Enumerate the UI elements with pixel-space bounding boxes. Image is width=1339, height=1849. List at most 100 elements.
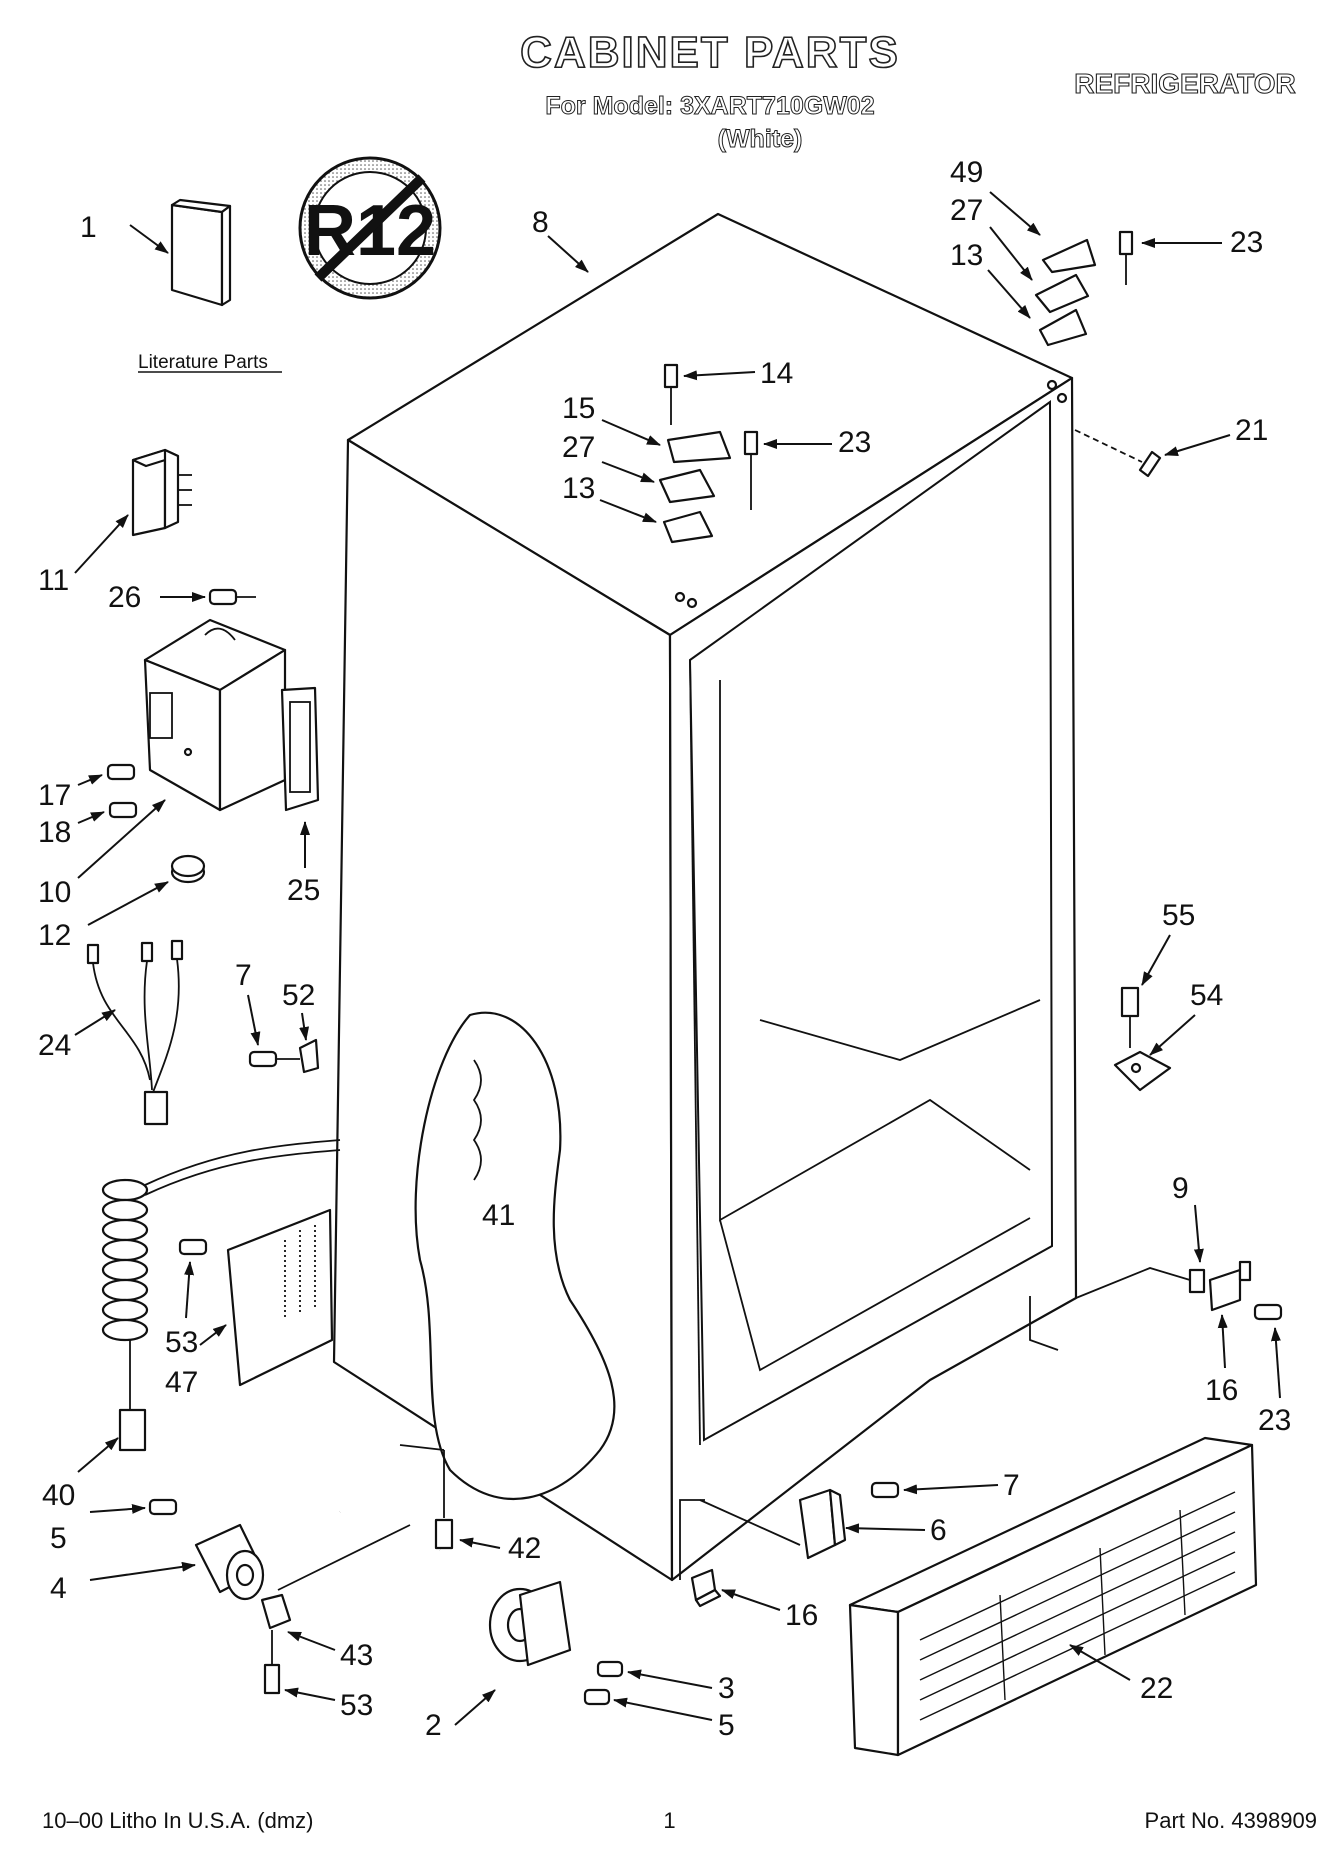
- roller-left: [148, 1498, 411, 1695]
- drain-tube: [338, 1444, 454, 1553]
- callout-2: 2: [425, 1709, 442, 1742]
- leader-6: [845, 1523, 926, 1534]
- callout-14: 14: [760, 357, 793, 390]
- callout-16b: 16: [785, 1599, 818, 1632]
- callout-27a: 27: [950, 194, 983, 227]
- toe-grille: [848, 1436, 1258, 1757]
- cabinet-shell: [332, 212, 1078, 1582]
- leader-22: [1069, 1644, 1131, 1681]
- leader-17: [77, 774, 103, 786]
- leader-2: [454, 1689, 496, 1726]
- leader-53a: [184, 1261, 195, 1319]
- callout-42: 42: [508, 1532, 541, 1565]
- callout-1: 1: [80, 211, 97, 244]
- leader-18: [77, 811, 105, 824]
- appliance-type: REFRIGERATOR: [1074, 67, 1297, 99]
- leader-3: [627, 1669, 713, 1689]
- callout-49: 49: [950, 156, 983, 189]
- callout-40: 40: [42, 1479, 75, 1512]
- callout-13b: 13: [562, 472, 595, 505]
- literature-book: [170, 198, 232, 307]
- top-hinge-right: [1034, 230, 1134, 404]
- leader-16b: [721, 1589, 781, 1611]
- part-21-pin: [1074, 429, 1162, 478]
- callout-5a: 5: [50, 1522, 67, 1555]
- part-11-block: [131, 448, 192, 537]
- no-r12-badge: R12: [298, 156, 442, 300]
- callout-23b: 23: [838, 426, 871, 459]
- leader-7a: [247, 994, 261, 1046]
- callout-13a: 13: [950, 239, 983, 272]
- leader-21: [1164, 434, 1231, 456]
- callout-8: 8: [532, 206, 549, 239]
- leader-52: [299, 1012, 310, 1041]
- leader-47: [199, 1324, 227, 1346]
- control-box: [106, 588, 320, 884]
- callout-11: 11: [38, 564, 69, 597]
- leader-40: [77, 1437, 119, 1473]
- literature-label: Literature Parts: [138, 352, 268, 373]
- leader-14: [683, 370, 756, 381]
- leader-10: [77, 799, 166, 879]
- leader-8: [547, 235, 589, 273]
- model-number: For Model: 3XART710GW02: [545, 92, 875, 121]
- callout-12: 12: [38, 919, 71, 952]
- callout-43: 43: [340, 1639, 373, 1672]
- callout-7b: 7: [1003, 1469, 1020, 1502]
- leader-27a: [989, 226, 1033, 281]
- footer-litho: 10–00 Litho In U.S.A. (dmz): [42, 1808, 314, 1833]
- page-title: CABINET PARTS: [519, 27, 900, 78]
- model-color: (White): [717, 125, 803, 154]
- leader-15: [601, 419, 661, 446]
- callout-53a: 53: [165, 1326, 198, 1359]
- callout-16a: 16: [1205, 1374, 1238, 1407]
- leader-24: [74, 1009, 116, 1036]
- bracket-right: [1113, 986, 1172, 1092]
- callout-5b: 5: [718, 1709, 735, 1742]
- leader-11: [74, 514, 129, 574]
- leader-4: [89, 1561, 196, 1581]
- leader-54: [1149, 1014, 1196, 1056]
- leader-7b: [903, 1484, 999, 1495]
- callout-4: 4: [50, 1572, 67, 1605]
- callout-22: 22: [1140, 1672, 1173, 1705]
- leader-27b: [601, 461, 655, 483]
- top-hinge-center: [658, 363, 759, 609]
- callout-27b: 27: [562, 431, 595, 464]
- footer-page-number: 1: [663, 1808, 676, 1833]
- leader-43: [287, 1631, 336, 1651]
- leader-1: [129, 224, 169, 254]
- leader-55: [1141, 934, 1171, 986]
- callout-55: 55: [1162, 899, 1195, 932]
- callout-26: 26: [108, 581, 141, 614]
- callout-23a: 23: [1230, 226, 1263, 259]
- callout-7a: 7: [235, 959, 252, 992]
- leader-42: [459, 1537, 501, 1549]
- callout-24: 24: [38, 1029, 71, 1062]
- callout-18: 18: [38, 816, 71, 849]
- leader-9: [1193, 1204, 1204, 1263]
- leader-13b: [599, 499, 657, 523]
- callout-47: 47: [165, 1366, 198, 1399]
- leader-49: [989, 191, 1041, 236]
- callout-25: 25: [287, 874, 320, 907]
- callout-3: 3: [718, 1672, 735, 1705]
- screw-clip-left: [248, 1038, 320, 1074]
- power-cord: [101, 1139, 341, 1452]
- footer-part-number: Part No. 4398909: [1144, 1808, 1317, 1833]
- callout-41: 41: [482, 1199, 515, 1232]
- hinge-bracket-6: [699, 1481, 900, 1560]
- roller-center: [488, 1580, 624, 1706]
- callout-10: 10: [38, 876, 71, 909]
- leader-53b: [284, 1687, 336, 1701]
- callout-9: 9: [1172, 1172, 1189, 1205]
- clip-16-lower: [690, 1568, 722, 1608]
- callout-6: 6: [930, 1514, 947, 1547]
- leader-5b: [613, 1697, 713, 1721]
- leader-5a: [89, 1503, 146, 1514]
- callout-53b: 53: [340, 1689, 373, 1722]
- callout-15: 15: [562, 392, 595, 425]
- callout-54: 54: [1190, 979, 1223, 1012]
- callout-23c: 23: [1258, 1404, 1291, 1437]
